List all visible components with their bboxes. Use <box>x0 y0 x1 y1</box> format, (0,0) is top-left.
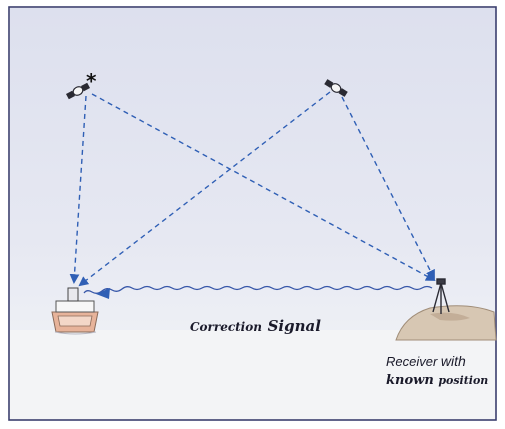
beam-sat1-to-boat <box>69 95 87 284</box>
with-word: with <box>440 353 466 369</box>
hill-shading <box>430 312 470 321</box>
boat-icon <box>51 287 99 335</box>
satellite-1-marker: * <box>86 69 97 93</box>
beam-sat2-to-boat <box>78 91 331 287</box>
signal-arrowhead <box>96 288 110 299</box>
correction-signal-wave <box>83 285 433 294</box>
beam-sat2-to-receiver <box>341 96 435 280</box>
correction-word: Correction <box>190 320 262 334</box>
position-word: position <box>438 374 489 387</box>
signal-word: Signal <box>267 317 321 335</box>
receiver-label: Receiver with known position <box>386 352 488 390</box>
tripod-icon <box>432 278 450 314</box>
ground <box>10 330 496 420</box>
beam-sat1-to-receiver <box>91 93 436 281</box>
frame-border <box>8 6 497 421</box>
sky <box>10 8 496 338</box>
satellite-icon <box>65 82 91 100</box>
known-word: known <box>386 373 434 388</box>
receiver-word: Receiver <box>386 354 438 369</box>
satellite-icon <box>324 79 348 97</box>
satellite-beams <box>69 91 436 287</box>
correction-signal-label: Correction Signal <box>190 316 321 335</box>
